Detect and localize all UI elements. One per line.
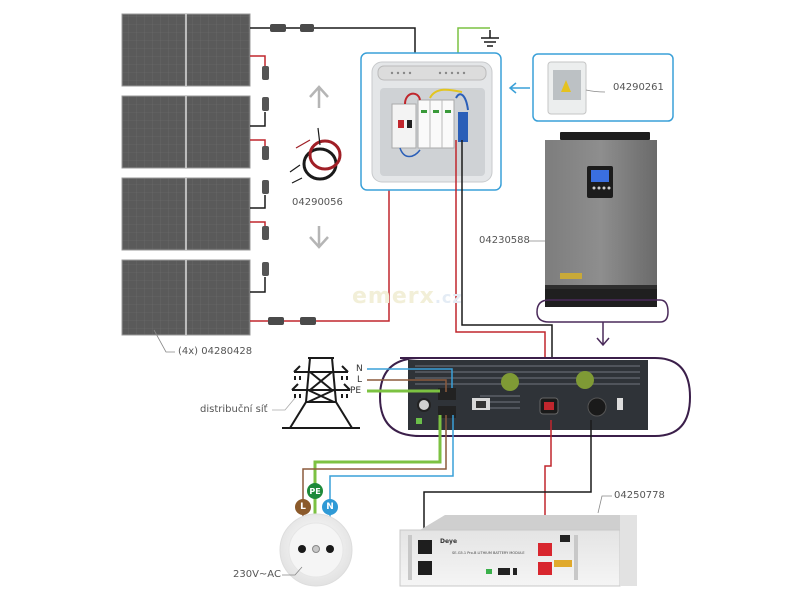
outlet-badge-pe: PE bbox=[307, 483, 323, 499]
solar-panel-2 bbox=[121, 95, 251, 169]
outlet-badge-l: L bbox=[295, 499, 311, 515]
grid-pe-label: PE bbox=[350, 386, 362, 396]
solar-panels-label: (4x) 04280428 bbox=[178, 346, 253, 357]
panels-leader-line bbox=[153, 329, 175, 353]
solar-panel-4 bbox=[121, 259, 251, 336]
grid-l-label: L bbox=[357, 375, 363, 385]
grid-l-wire bbox=[367, 379, 447, 392]
arrow-up-icon bbox=[309, 85, 329, 108]
grid-n-wire bbox=[367, 368, 453, 388]
junction-box-label: 04290261 bbox=[613, 82, 664, 93]
watermark-main: emerx bbox=[352, 284, 435, 309]
battery-negative-cable bbox=[423, 420, 592, 540]
grid-label: distribuční síť bbox=[200, 404, 268, 415]
watermark-tld: .cz bbox=[434, 288, 463, 307]
tower-insulators bbox=[294, 376, 348, 398]
transmission-tower-icon bbox=[282, 357, 360, 429]
solar-panel-3 bbox=[121, 177, 251, 251]
inverter-label: 04230588 bbox=[479, 235, 530, 246]
battery-model: SE-G5.1 Pro-B LITHIUM BATTERY MODULE bbox=[452, 551, 525, 555]
panel-connectors bbox=[250, 55, 269, 293]
outlet-label: 230V~AC bbox=[233, 569, 281, 580]
inverter-bottom-panel bbox=[378, 357, 692, 437]
solar-panel-1 bbox=[121, 13, 251, 87]
hybrid-inverter bbox=[528, 132, 669, 347]
battery-brand: Deye bbox=[440, 538, 458, 545]
grid-leader-line bbox=[272, 397, 296, 411]
junction-box-product-callout bbox=[508, 53, 674, 122]
pv-cable-label: 04290056 bbox=[292, 197, 343, 208]
battery-label: 04250778 bbox=[614, 490, 665, 501]
battery-module bbox=[399, 495, 637, 587]
power-outlet bbox=[279, 513, 353, 587]
outlet-leader-line bbox=[282, 566, 303, 576]
battery-positive-cable bbox=[544, 420, 552, 540]
dc-junction-box bbox=[360, 52, 502, 191]
outlet-badge-n: N bbox=[322, 499, 338, 515]
arrow-down-icon bbox=[309, 226, 329, 249]
grid-n-label: N bbox=[356, 364, 363, 374]
watermark: emerx.cz bbox=[352, 284, 463, 309]
ground-icon bbox=[481, 30, 499, 47]
pv-cable-coil-icon bbox=[289, 127, 342, 184]
